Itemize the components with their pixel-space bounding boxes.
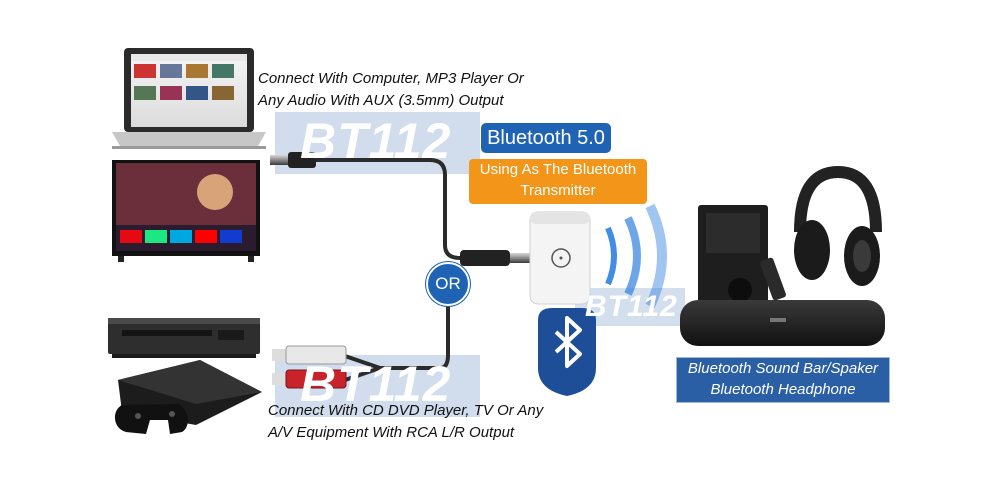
watermark-text-top: BT112 bbox=[300, 113, 452, 169]
tv-image bbox=[112, 160, 260, 262]
headphone-image bbox=[794, 165, 882, 286]
or-badge: OR bbox=[426, 262, 470, 306]
bt112-device bbox=[529, 211, 591, 305]
bluetooth-icon bbox=[538, 308, 596, 396]
computer-caption: Connect With Computer, MP3 Player Or Any… bbox=[258, 68, 524, 112]
aux-plug-left bbox=[270, 152, 316, 168]
laptop-image bbox=[112, 48, 266, 149]
transmitter-mode-line1: Using As The Bluetooth bbox=[479, 161, 637, 178]
rca-caption-line2: A/V Equipment With RCA L/R Output bbox=[268, 424, 515, 441]
dvd-player-image bbox=[108, 318, 260, 358]
output-devices-line2: Bluetooth Headphone bbox=[710, 381, 856, 398]
game-console-image bbox=[114, 360, 262, 434]
wireless-waves bbox=[605, 203, 667, 309]
output-devices-label: Bluetooth Sound Bar/Spaker Bluetooth Hea… bbox=[676, 357, 890, 403]
output-devices-line1: Bluetooth Sound Bar/Spaker bbox=[687, 360, 879, 377]
rca-cable-red bbox=[344, 366, 381, 382]
soundbar-image bbox=[680, 205, 885, 346]
watermark-text-bottom: BT112 bbox=[300, 356, 452, 412]
rca-cable bbox=[344, 300, 450, 370]
aux-plug-right bbox=[460, 250, 532, 266]
rca-caption-line1: Connect With CD DVD Player, TV Or Any bbox=[268, 402, 544, 419]
rca-caption: Connect With CD DVD Player, TV Or Any A/… bbox=[268, 400, 543, 444]
aux-cable bbox=[315, 158, 470, 260]
computer-caption-line2: Any Audio With AUX (3.5mm) Output bbox=[258, 92, 504, 109]
watermark-text-mid: BT112 bbox=[585, 290, 678, 323]
transmitter-mode-line2: Transmitter bbox=[520, 182, 596, 199]
computer-caption-line1: Connect With Computer, MP3 Player Or bbox=[258, 70, 524, 87]
rca-plugs bbox=[272, 345, 347, 389]
bluetooth-version-badge: Bluetooth 5.0 bbox=[481, 123, 611, 153]
transmitter-mode-badge: Using As The Bluetooth Transmitter bbox=[469, 159, 647, 204]
